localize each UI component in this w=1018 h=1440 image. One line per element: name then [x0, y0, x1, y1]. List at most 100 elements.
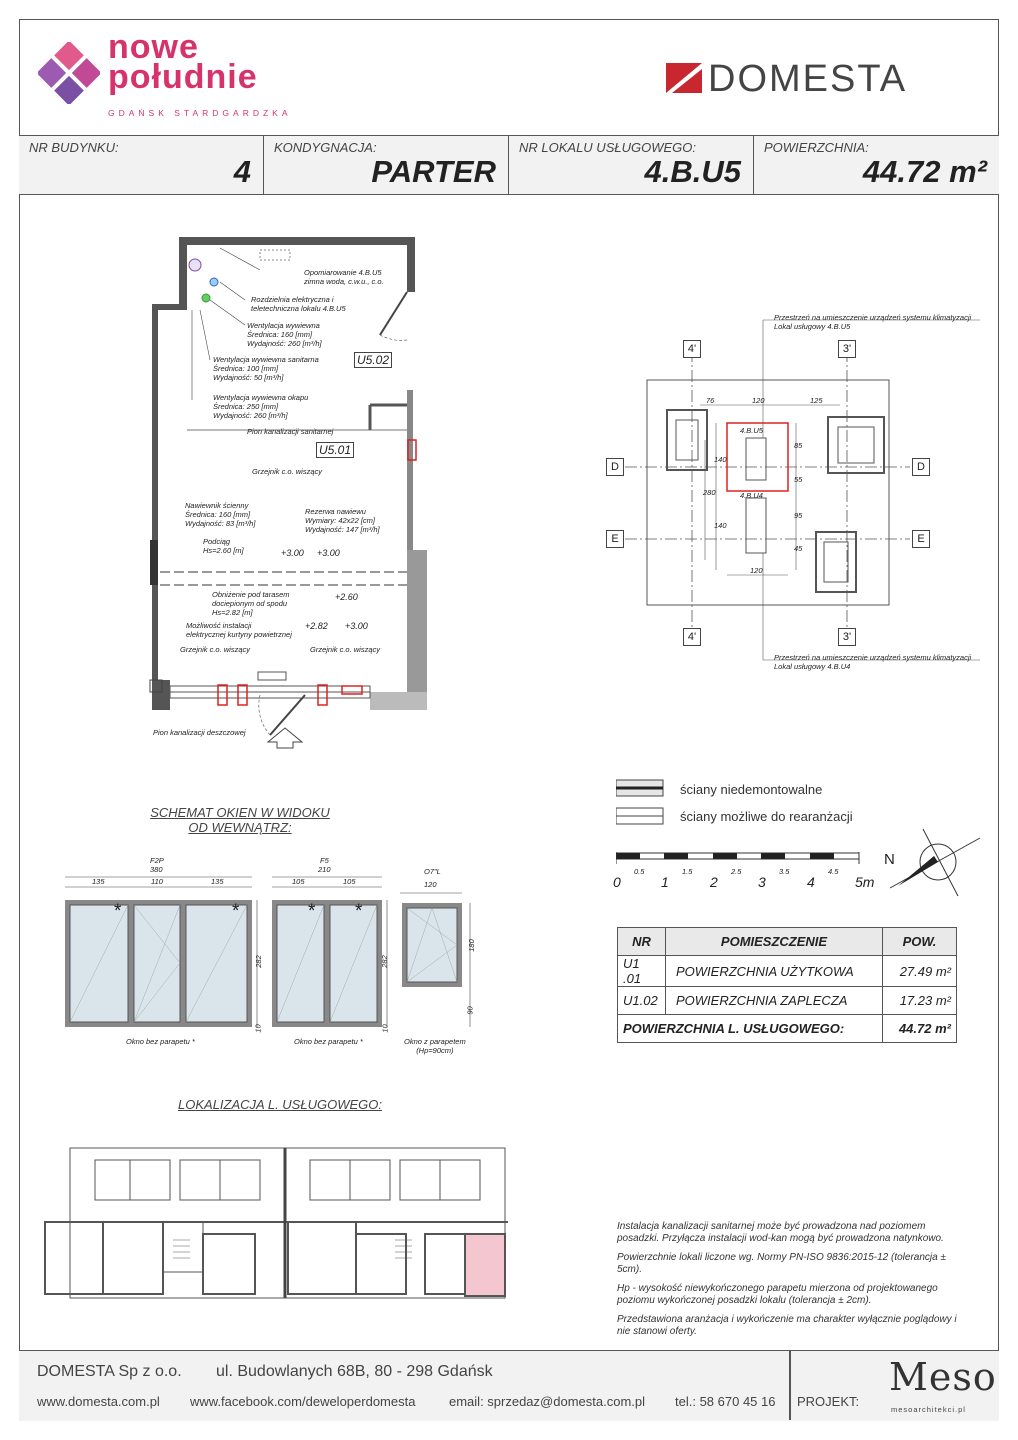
- legend-fixed-walls: ściany niedemontowalne: [680, 782, 823, 797]
- window-caption: Okno z parapetem (Hp=90cm): [404, 1037, 466, 1055]
- plan-label-air-curtain: Możliwość instalacji elektrycznej kurtyn…: [186, 621, 292, 639]
- plan-text: elektrycznej kurtyny powietrznej: [186, 630, 292, 639]
- windows-title-line: OD WEWNĄTRZ:: [188, 820, 292, 835]
- architect-logo: Meso: [889, 1355, 997, 1399]
- scale-label: 0: [613, 874, 621, 890]
- ac-note-text: Lokal usługowy 4.B.U4: [774, 662, 851, 671]
- location-title: LOKALIZACJA L. USŁUGOWEGO:: [178, 1097, 382, 1112]
- window-caption-line: (Hp=90cm): [416, 1046, 454, 1055]
- room-tag-u502: U5.02: [354, 352, 393, 368]
- level-mark: +2.82: [305, 621, 328, 631]
- room-name: POWIERZCHNIA UŻYTKOWA: [665, 955, 883, 987]
- axis-tag: D: [912, 458, 930, 476]
- logo-subtitle: GDAŃSK STARDGARDZKA: [108, 108, 292, 118]
- total-value: 44.72 m²: [882, 1014, 957, 1043]
- area-value: 44.72 m²: [862, 154, 987, 189]
- dim-label: 85: [794, 441, 803, 450]
- plan-label-beam: Podciąg Hs=2.60 [m]: [203, 537, 244, 555]
- window-part: 110: [151, 877, 163, 886]
- windows-title-line: SCHEMAT OKIEN W WIDOKU: [150, 805, 330, 820]
- floor-cell: KONDYGNACJA: PARTER: [264, 136, 509, 194]
- footer-website-link[interactable]: www.domesta.com.pl: [37, 1394, 160, 1409]
- unit-label: NR LOKALU USŁUGOWEGO:: [519, 140, 696, 155]
- plan-label-sanitary-vent: Wentylacja wywiewna sanitarna Średnica: …: [213, 355, 319, 382]
- north-label: N: [884, 851, 895, 868]
- area-cell: POWIERZCHNIA: 44.72 m²: [754, 136, 999, 194]
- table-total-row: POWIERZCHNIA L. USŁUGOWEGO: 44.72 m²: [617, 1014, 957, 1043]
- level-mark: +3.00: [317, 548, 340, 558]
- plan-text: Wentylacja wywiewna okapu: [213, 393, 309, 402]
- plan-text: teletechniczna lokalu 4.B.U5: [251, 304, 346, 313]
- plan-text: zimna woda, c.w.u., c.o.: [304, 277, 384, 286]
- plan-text: Opomiarowanie 4.B.U5: [304, 268, 382, 277]
- plan-text: Wymiary: 42x22 [cm]: [305, 516, 376, 525]
- dim-label: 55: [794, 475, 803, 484]
- plan-text: Rozdzielnia elektryczna i: [251, 295, 334, 304]
- ac-equipment-plan: [625, 319, 980, 661]
- plan-text: Średnica: 160 [mm]: [247, 330, 313, 339]
- window-total: 380: [150, 865, 163, 874]
- window-schematics: [65, 876, 471, 1027]
- footer-divider: [789, 1351, 791, 1420]
- unit-tag-u4: 4.B.U4: [740, 491, 763, 500]
- ac-note-text: Lokal usługowy 4.B.U5: [774, 322, 851, 331]
- axis-tag: E: [606, 530, 624, 548]
- axis-tag: D: [606, 458, 624, 476]
- window-code: O7"L: [424, 867, 441, 876]
- plan-text: Hs=2.82 [m]: [212, 608, 253, 617]
- plan-label-supply-reserve: Rezerwa nawiewu Wymiary: 42x22 [cm] Wyda…: [305, 507, 380, 534]
- window-caption: Okno bez parapetu *: [294, 1037, 363, 1046]
- plan-text: dociepionym od spodu: [212, 599, 288, 608]
- plan-text: Hs=2.60 [m]: [203, 546, 244, 555]
- dim-label: 76: [706, 396, 715, 405]
- area-label: POWIERZCHNIA:: [764, 140, 869, 155]
- rooms-table-header: NR POMIESZCZENIE POW.: [617, 927, 957, 956]
- room-area: 17.23 m²: [882, 986, 957, 1015]
- axis-tag: 4': [683, 628, 701, 646]
- room-tag-u501: U5.01: [316, 442, 355, 458]
- footer-company: DOMESTA Sp z o.o.: [37, 1363, 182, 1380]
- plan-label-electrical: Rozdzielnia elektryczna i teletechniczna…: [251, 295, 346, 313]
- scale-label: 1: [661, 874, 669, 890]
- ac-note-text: Przestrzeń na umieszczenie urządzeń syst…: [774, 313, 972, 322]
- window-total: 210: [318, 865, 331, 874]
- scale-bar: [616, 852, 860, 864]
- room-nr: U1 .01: [617, 955, 666, 987]
- window-sill: 90: [465, 1006, 475, 1015]
- footer-facebook-link[interactable]: www.facebook.com/deweloperdomesta: [190, 1394, 416, 1409]
- plan-label-radiator-1: Grzejnik c.o. wiszący: [252, 467, 323, 476]
- scale-label: 5m: [855, 874, 875, 890]
- dim-label: 280: [703, 488, 716, 497]
- plan-text: Nawiewnik ścienny: [185, 501, 249, 510]
- dim-label: 120: [750, 566, 763, 575]
- window-height: 282: [379, 955, 389, 968]
- logo-line2: południe: [108, 58, 258, 96]
- note-paragraph: Przedstawiona aranżacja i wykończenie ma…: [617, 1314, 957, 1337]
- scale-minor: 1.5: [682, 867, 693, 876]
- window-star: *: [355, 901, 363, 922]
- note-paragraph: Powierzchnie lokali liczone wg. Normy PN…: [617, 1252, 946, 1275]
- axis-tag: 3': [838, 628, 856, 646]
- window-sill: 10: [380, 1024, 390, 1033]
- scale-label: 4: [807, 874, 815, 890]
- dim-label: 140: [714, 455, 727, 464]
- plan-label-sanitary-riser: Pion kanalizacji sanitarnej: [247, 427, 334, 436]
- window-code: F5: [320, 856, 329, 865]
- location-site-plan: [44, 1147, 508, 1299]
- footer-email-link[interactable]: email: sprzedaz@domesta.com.pl: [449, 1394, 645, 1409]
- window-code: F2P: [150, 856, 164, 865]
- notes-block: Instalacja kanalizacji sanitarnej może b…: [617, 1221, 967, 1345]
- plan-label-rain-riser: Pion kanalizacji deszczowej: [153, 728, 246, 737]
- axis-tag: 3': [838, 340, 856, 358]
- level-mark: +2.60: [335, 592, 358, 602]
- building-label: NR BUDYNKU:: [29, 140, 119, 155]
- col-header-area: POW.: [882, 927, 957, 956]
- plan-text: Podciąg: [203, 537, 231, 546]
- room-area: 27.49 m²: [882, 955, 957, 987]
- footer-address: ul. Budowlanych 68B, 80 - 298 Gdańsk: [216, 1363, 493, 1380]
- axis-tag: E: [912, 530, 930, 548]
- plan-text: Wydajność: 50 [m³/h]: [213, 373, 284, 382]
- room-nr: U1.02: [617, 986, 666, 1015]
- plan-text: Średnica: 100 [mm]: [213, 364, 279, 373]
- unit-value: 4.B.U5: [644, 154, 741, 189]
